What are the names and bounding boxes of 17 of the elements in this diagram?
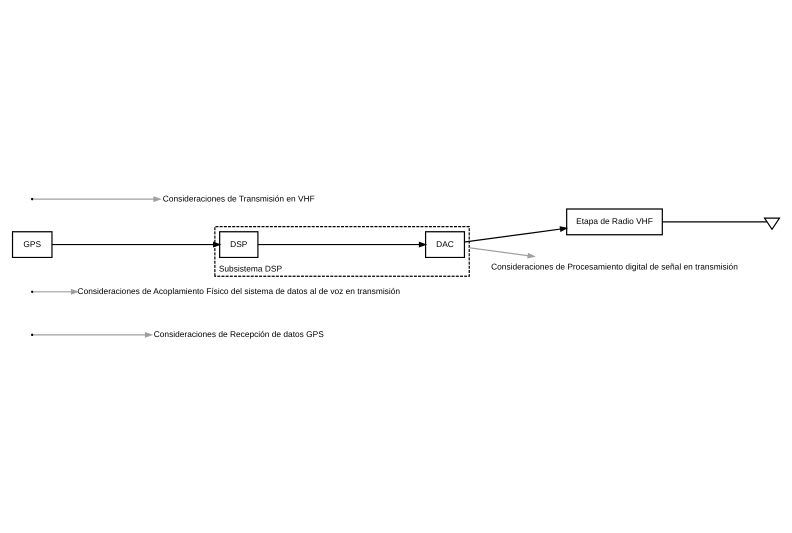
node-box: GPS <box>12 230 53 258</box>
arrow <box>464 226 568 242</box>
arrow <box>33 331 154 338</box>
node-text: Consideraciones de Procesamiento digital de señal en transmisión <box>491 261 738 272</box>
node-antenna <box>763 217 781 230</box>
arrow <box>33 288 80 294</box>
arrow <box>258 241 428 248</box>
arrow <box>33 196 162 202</box>
node-text: Consideraciones de Acoplamiento Físico del sistema de datos al de voz en transmisión <box>78 286 400 296</box>
arrow <box>52 241 222 248</box>
node-text: Consideraciones de Recepción de datos GPS <box>154 328 324 339</box>
connector <box>662 220 767 222</box>
node-box: DAC <box>425 230 466 258</box>
node-text: Consideraciones de Transmisión en VHF <box>162 192 315 203</box>
node-box: DSP <box>219 230 258 258</box>
node-box: Etapa de Radio VHF <box>566 208 663 235</box>
arrow <box>469 246 536 258</box>
